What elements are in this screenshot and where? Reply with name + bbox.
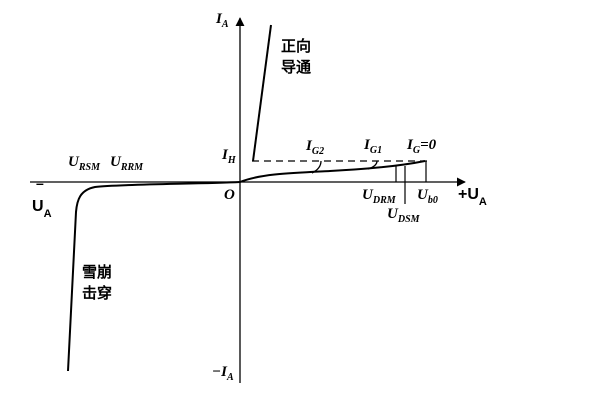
- ursm-label: URSM: [68, 154, 101, 173]
- axis-y-neg-label: −IA: [212, 364, 234, 383]
- forward-conduction-label-line1: 正向: [281, 37, 311, 55]
- udrm-label: UDRM: [362, 187, 397, 206]
- ig1-curve: [367, 160, 378, 170]
- reverse-blocking-curve: [67, 181, 241, 372]
- ig1-label: IG1: [363, 137, 382, 156]
- udsm-label: UDSM: [387, 206, 421, 225]
- axis-y-pos-label: IA: [215, 11, 229, 30]
- forward-conduction-label-line2: 导通: [281, 58, 311, 76]
- ig2-curve: [311, 160, 322, 174]
- origin-label: O: [224, 187, 235, 203]
- ig2-label: IG2: [305, 138, 324, 157]
- axis-x-neg-overbar: –: [36, 175, 44, 191]
- avalanche-label-line1: 雪崩: [82, 263, 112, 281]
- ig0-label: IG=0: [406, 137, 437, 156]
- axis-x-pos-label: +UA: [458, 186, 487, 208]
- axis-x-neg-label: UA: [32, 198, 52, 220]
- avalanche-label-line2: 击穿: [82, 284, 112, 302]
- urrm-label: URRM: [110, 154, 144, 173]
- ih-label: IH: [221, 147, 237, 166]
- forward-conduction-line: [252, 24, 272, 162]
- forward-blocking-curve: [239, 160, 426, 183]
- ubo-label: Ub0: [417, 187, 438, 206]
